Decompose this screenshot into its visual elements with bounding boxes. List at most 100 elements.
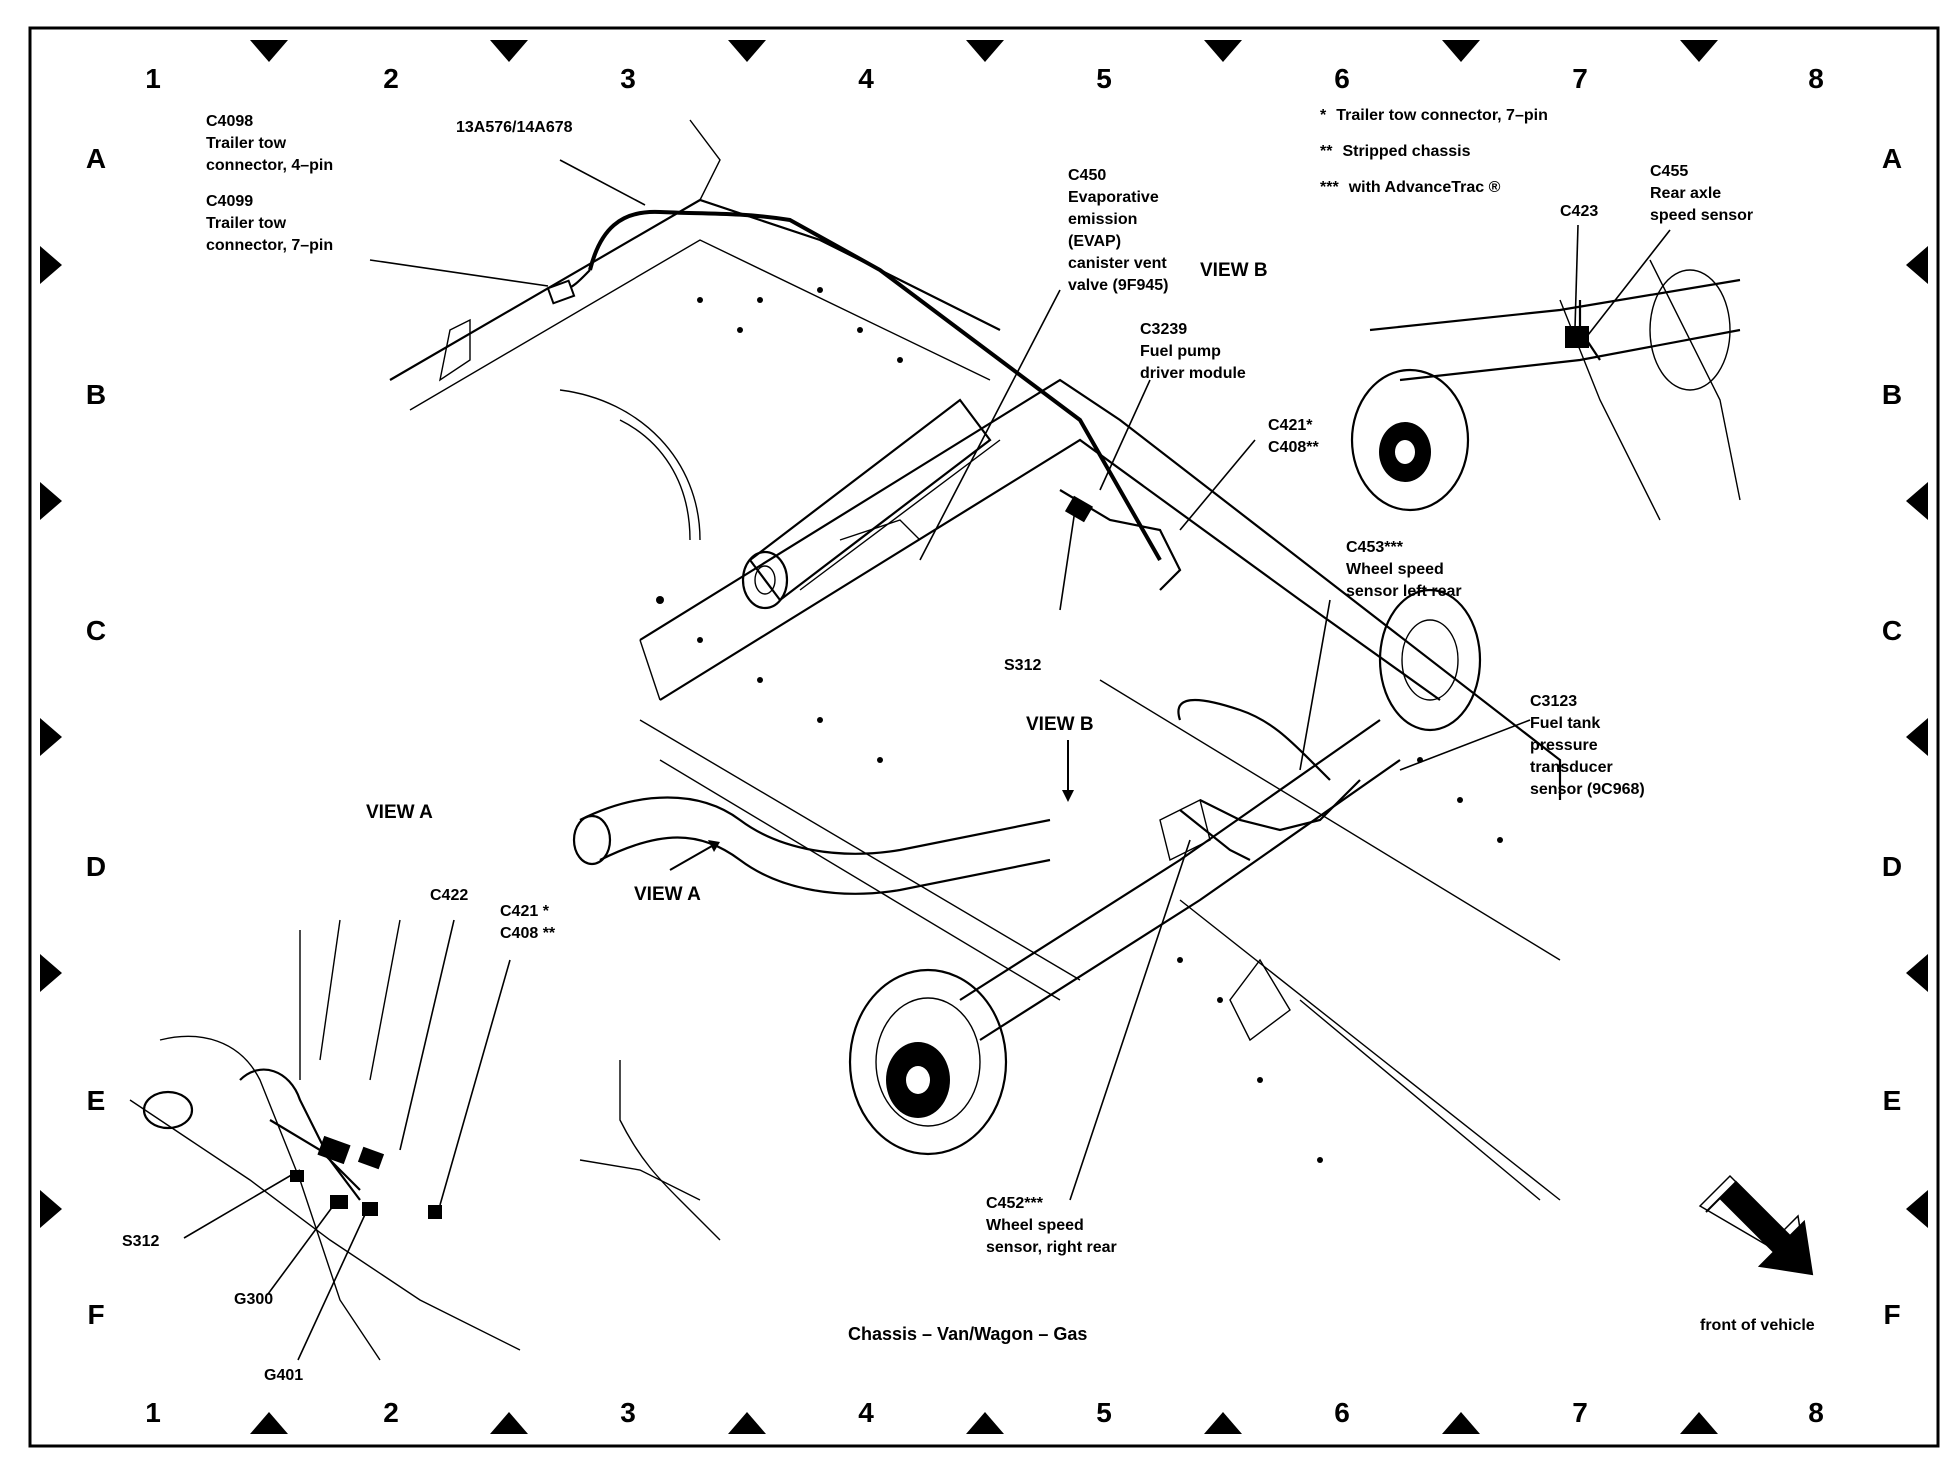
view-b-arrow-label: VIEW B [1026, 714, 1094, 735]
callout-c450: C450 Evaporative emission (EVAP) caniste… [1068, 167, 1169, 294]
svg-text:Evaporative: Evaporative [1068, 189, 1159, 206]
leader-c450 [919, 289, 1061, 561]
svg-text:Rear axle: Rear axle [1650, 185, 1721, 202]
svg-text:C4099: C4099 [206, 193, 253, 210]
tick-bottom-7 [1680, 1412, 1718, 1434]
callout-c423: C423 [1560, 203, 1598, 220]
grid-labels: 1 2 3 4 5 6 7 8 1 2 3 4 5 6 7 8 A B C D … [86, 63, 1902, 1428]
leader-c453 [1299, 599, 1331, 771]
col-label-top-4: 4 [858, 63, 874, 94]
leader-c3123 [1399, 719, 1531, 771]
col-label-bottom-1: 1 [145, 1397, 161, 1428]
frame-rail-upper [639, 378, 1562, 800]
tick-bottom-5 [1204, 1412, 1242, 1434]
svg-text:sensor, right rear: sensor, right rear [986, 1239, 1117, 1256]
front-of-vehicle-arrow-icon [1698, 1174, 1814, 1276]
svg-text:Trailer tow: Trailer tow [206, 135, 287, 152]
hitch-bracket [689, 119, 721, 201]
row-label-right-d: D [1882, 851, 1902, 882]
callout-harness: 13A576/14A678 [456, 119, 573, 136]
svg-text:C408 **: C408 ** [500, 925, 556, 942]
spring-hanger [1229, 958, 1291, 1042]
frame-curve-2 [619, 419, 691, 541]
col-label-top-2: 2 [383, 63, 399, 94]
frame-front-edge [1099, 679, 1561, 961]
tick-left-2 [40, 482, 62, 520]
row-label-left-c: C [86, 615, 106, 646]
view-b-wheel-hub [1350, 368, 1470, 512]
evap-canister [741, 398, 1001, 610]
tick-right-2 [1906, 482, 1928, 520]
tick-top-2 [490, 40, 528, 62]
frame-rail-lower [659, 438, 1441, 701]
col-label-top-8: 8 [1808, 63, 1824, 94]
leader-g300 [267, 1201, 337, 1295]
fuel-pump-harness [1059, 489, 1182, 591]
svg-text:Trailer tow: Trailer tow [206, 215, 287, 232]
svg-text:emission: emission [1068, 211, 1137, 228]
callout-s312-top: S312 [1004, 657, 1041, 674]
svg-text:Wheel speed: Wheel speed [1346, 561, 1444, 578]
frame-holes [656, 287, 1503, 1163]
col-label-bottom-2: 2 [383, 1397, 399, 1428]
callout-c3123: C3123 Fuel tank pressure transducer sens… [1530, 693, 1645, 798]
tick-top-5 [1204, 40, 1242, 62]
row-label-right-b: B [1882, 379, 1902, 410]
svg-text:C408**: C408** [1268, 439, 1319, 456]
frame-front-edge-2 [1179, 899, 1561, 1201]
chassis-drawing [389, 119, 1562, 1201]
col-label-bottom-8: 8 [1808, 1397, 1824, 1428]
leader-harness [559, 159, 646, 206]
trailer-tow-connector [546, 279, 576, 305]
row-label-left-a: A [86, 143, 106, 174]
row-label-right-a: A [1882, 143, 1902, 174]
svg-text:Fuel tank: Fuel tank [1530, 715, 1600, 732]
row-label-left-e: E [87, 1085, 106, 1116]
tick-right-3 [1906, 718, 1928, 756]
legend-item-1: *Trailer tow connector, 7–pin [1320, 107, 1548, 124]
hitch-mount [438, 318, 471, 382]
rear-crossmember [389, 198, 1001, 381]
callout-c421-bottom: C421 * C408 ** [500, 903, 556, 942]
tick-bottom-2 [490, 1412, 528, 1434]
frame-front-edge-3 [1299, 999, 1541, 1201]
tick-left-5 [40, 1190, 62, 1228]
view-a-inset [129, 919, 721, 1361]
fuel-pump-connector [1064, 495, 1094, 523]
svg-text:Wheel speed: Wheel speed [986, 1217, 1084, 1234]
tick-right-5 [1906, 1190, 1928, 1228]
col-label-top-7: 7 [1572, 63, 1588, 94]
shock-mount [1159, 798, 1211, 862]
legend-item-3: ***with AdvanceTrac ® [1320, 179, 1501, 196]
col-label-top-1: 1 [145, 63, 161, 94]
frame-lower-edge-2 [659, 759, 1061, 1001]
svg-text:sensor left rear: sensor left rear [1346, 583, 1462, 600]
col-label-bottom-3: 3 [620, 1397, 636, 1428]
tick-left-4 [40, 954, 62, 992]
leader-c421-bottom [439, 959, 511, 1206]
tick-bottom-4 [966, 1412, 1004, 1434]
leader-g401 [297, 1207, 369, 1361]
diagram-title: Chassis – Van/Wagon – Gas [848, 1324, 1087, 1344]
svg-text:speed sensor: speed sensor [1650, 207, 1753, 224]
leader-s312-bottom [183, 1169, 301, 1239]
row-label-right-e: E [1883, 1085, 1902, 1116]
svg-text:driver module: driver module [1140, 365, 1246, 382]
legend: *Trailer tow connector, 7–pin **Stripped… [1320, 107, 1548, 196]
main-wiring-harness [588, 209, 1162, 561]
leader-s312-top [1059, 509, 1076, 611]
svg-text:canister vent: canister vent [1068, 255, 1167, 272]
callout-c421-top: C421* C408** [1268, 417, 1319, 456]
differential [1378, 588, 1482, 732]
callout-g300: G300 [234, 1291, 273, 1308]
rear-wheel-hub [848, 968, 1008, 1156]
callout-c3239: C3239 Fuel pump driver module [1140, 321, 1246, 382]
col-label-bottom-6: 6 [1334, 1397, 1350, 1428]
view-a-arrow-icon [708, 840, 720, 852]
callout-c422: C422 [430, 887, 468, 904]
leader-c422 [399, 919, 455, 1151]
svg-text:Fuel pump: Fuel pump [1140, 343, 1221, 360]
callout-c453: C453*** Wheel speed sensor left rear [1346, 539, 1462, 600]
svg-text:valve (9F945): valve (9F945) [1068, 277, 1169, 294]
frame-lower-edge [639, 719, 1081, 981]
